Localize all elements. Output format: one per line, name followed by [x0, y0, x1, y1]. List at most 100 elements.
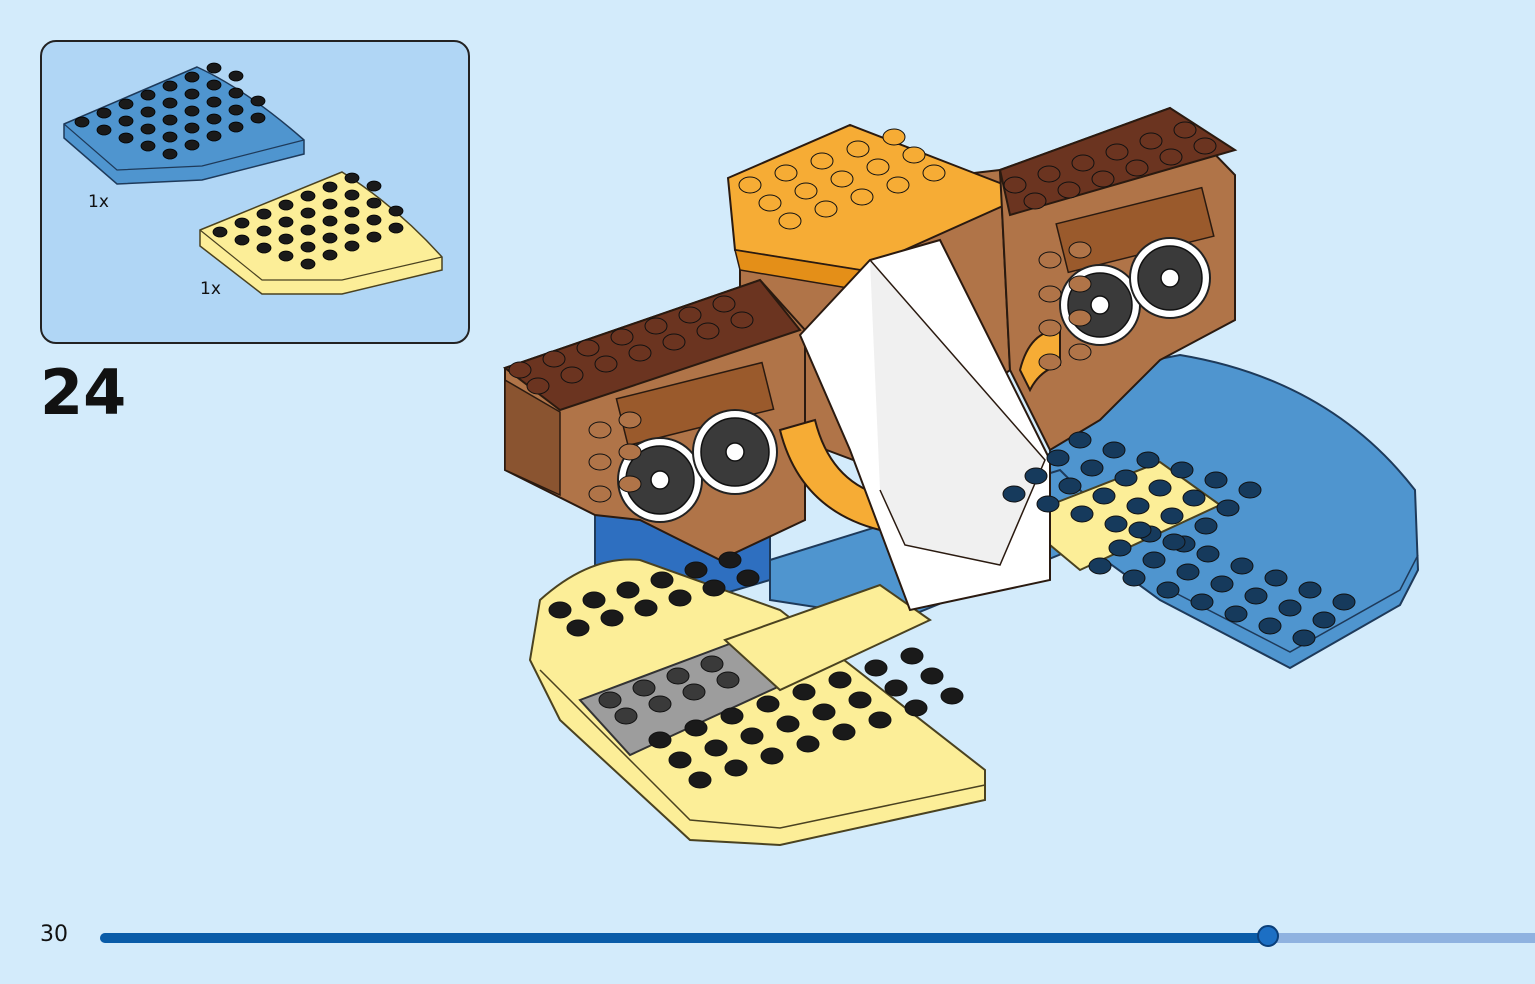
stud [850, 188, 874, 206]
stud [1139, 132, 1163, 150]
stud [1193, 137, 1217, 155]
stud [1038, 251, 1062, 269]
stud [1312, 611, 1336, 629]
stud [162, 131, 178, 143]
stud [588, 453, 612, 471]
stud [1024, 467, 1048, 485]
stud [74, 116, 90, 128]
progress-knob [1257, 925, 1280, 947]
stud [758, 194, 782, 212]
stud [1036, 495, 1060, 513]
stud [814, 200, 838, 218]
stud [184, 105, 200, 117]
stud [730, 311, 754, 329]
stud [618, 475, 642, 493]
stud [1002, 485, 1026, 503]
stud [184, 71, 200, 83]
stud [760, 747, 784, 765]
stud [868, 711, 892, 729]
stud [628, 344, 652, 362]
stud [1194, 517, 1218, 535]
stud [566, 619, 590, 637]
stud [344, 189, 360, 201]
stud [1148, 479, 1172, 497]
stud [184, 88, 200, 100]
stud [1258, 617, 1282, 635]
stud [300, 190, 316, 202]
part-quantity-yellow: 1x [200, 279, 221, 299]
stud [162, 148, 178, 160]
stud [206, 113, 222, 125]
stud [684, 561, 708, 579]
stud [366, 214, 382, 226]
stud [1038, 285, 1062, 303]
stud [1190, 593, 1214, 611]
stud [140, 140, 156, 152]
assembled-model-illustration [502, 106, 1420, 847]
stud [1230, 557, 1254, 575]
stud [1224, 605, 1248, 623]
stud [776, 715, 800, 733]
stud [666, 667, 690, 685]
stud [1046, 449, 1070, 467]
stud [1104, 515, 1128, 533]
stud [1057, 181, 1081, 199]
stud [576, 339, 600, 357]
stud [684, 719, 708, 737]
stud [1058, 477, 1082, 495]
stud [1038, 353, 1062, 371]
stud [848, 691, 872, 709]
stud [810, 152, 834, 170]
stud [846, 140, 870, 158]
stud [234, 234, 250, 246]
stud [794, 182, 818, 200]
stud [648, 695, 672, 713]
stud [1125, 159, 1149, 177]
stud [704, 739, 728, 757]
stud [900, 647, 924, 665]
stud [1216, 499, 1240, 517]
stud [720, 707, 744, 725]
stud [278, 199, 294, 211]
stud [902, 146, 926, 164]
stud [206, 79, 222, 91]
stud [884, 679, 908, 697]
stud [344, 206, 360, 218]
stud [588, 421, 612, 439]
stud [1244, 587, 1268, 605]
parts-illustration [63, 62, 443, 295]
stud [1196, 545, 1220, 563]
stud [644, 317, 668, 335]
stud [256, 208, 272, 220]
stud [300, 241, 316, 253]
stud [212, 226, 228, 238]
step-number: 24 [40, 356, 127, 429]
stud [278, 250, 294, 262]
stud [1080, 459, 1104, 477]
stud [388, 205, 404, 217]
stud [1162, 533, 1186, 551]
stud [718, 551, 742, 569]
stud [1160, 507, 1184, 525]
stud [756, 695, 780, 713]
stud [866, 158, 890, 176]
stud [256, 225, 272, 237]
stud [830, 170, 854, 188]
stud [366, 197, 382, 209]
stud [1182, 489, 1206, 507]
stud [1068, 343, 1092, 361]
stud [778, 212, 802, 230]
stud [548, 601, 572, 619]
stud [560, 366, 584, 384]
stud [140, 123, 156, 135]
stud [1037, 165, 1061, 183]
stud [300, 207, 316, 219]
stud [616, 581, 640, 599]
stud [882, 128, 906, 146]
stud [1038, 319, 1062, 337]
stud [542, 350, 566, 368]
stud [1126, 497, 1150, 515]
stud [1238, 481, 1262, 499]
stud [366, 231, 382, 243]
